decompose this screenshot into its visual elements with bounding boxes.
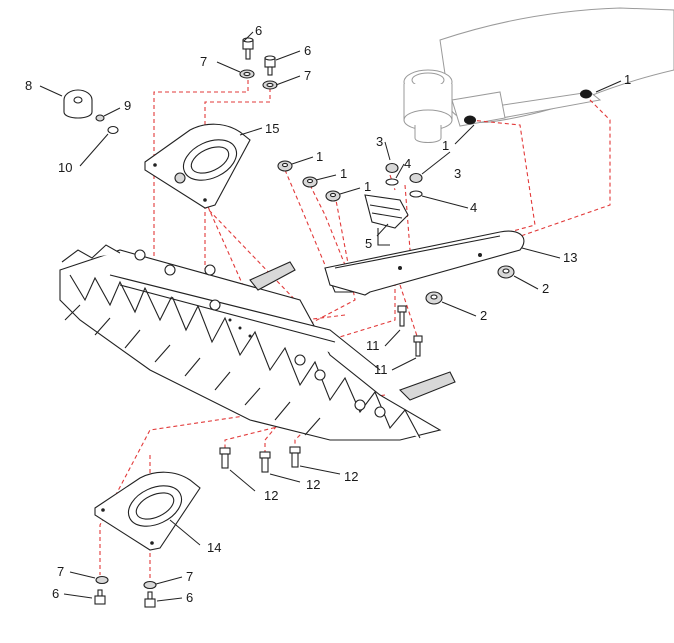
bolt-6-top-right <box>264 55 276 76</box>
drive-bar-13 <box>324 230 525 296</box>
cover-plate-14 <box>94 471 201 551</box>
nut-2-b <box>425 291 443 305</box>
callout-1-d: 1 <box>624 72 631 87</box>
callout-12-b: 12 <box>306 477 320 492</box>
callout-4-a: 4 <box>404 156 411 171</box>
nut-3-b <box>409 172 423 184</box>
washer-7-top-left <box>239 69 255 79</box>
gearbox-housing <box>403 7 674 143</box>
nut-1-d <box>464 115 476 125</box>
callout-9: 9 <box>124 98 131 113</box>
washer-7-bottom-right <box>143 580 157 590</box>
washer-10 <box>107 125 119 135</box>
callout-5: 5 <box>365 236 372 251</box>
cover-plate-15 <box>144 123 251 209</box>
callout-6-b: 6 <box>304 43 311 58</box>
callout-12-c: 12 <box>344 469 358 484</box>
callout-7-d: 7 <box>186 569 193 584</box>
callout-8: 8 <box>25 78 32 93</box>
bolt-12-b <box>259 451 271 473</box>
nut-1-e <box>580 89 592 99</box>
callout-4-b: 4 <box>470 200 477 215</box>
washer-7-bottom-left <box>95 575 109 585</box>
callout-3-a: 3 <box>376 134 383 149</box>
blade-assembly <box>59 244 456 441</box>
callout-6-d: 6 <box>186 590 193 605</box>
washer-9 <box>95 114 105 122</box>
callout-7-a: 7 <box>200 54 207 69</box>
bolt-12-a <box>219 447 231 469</box>
bolt-6-bottom-right <box>144 591 156 608</box>
bolt-11-a <box>397 305 407 327</box>
cap-8 <box>63 89 93 119</box>
callout-1-c: 1 <box>364 179 371 194</box>
nut-2-a <box>497 265 515 279</box>
callout-10: 10 <box>58 160 72 175</box>
callout-1-e: 1 <box>442 138 449 153</box>
callout-14: 14 <box>207 540 221 555</box>
leader-lines <box>39 31 622 602</box>
bolt-11-b <box>413 335 423 357</box>
callout-15: 15 <box>265 121 279 136</box>
callout-11-a: 11 <box>366 338 380 353</box>
callout-7-b: 7 <box>304 68 311 83</box>
nut-1-a <box>277 160 293 172</box>
callout-3-b: 3 <box>454 166 461 181</box>
callout-6-a: 6 <box>255 23 262 38</box>
callout-labels: 6 7 6 7 8 9 10 15 1 1 1 3 4 3 4 5 1 1 13… <box>25 23 631 605</box>
callout-2-a: 2 <box>542 281 549 296</box>
washer-7-top-right <box>262 80 278 90</box>
nut-1-c <box>325 190 341 202</box>
callout-2-b: 2 <box>480 308 487 323</box>
callout-13: 13 <box>563 250 577 265</box>
callout-6-c: 6 <box>52 586 59 601</box>
blade-bracket-5 <box>364 194 409 246</box>
callout-11-b: 11 <box>374 362 388 377</box>
callout-1-a: 1 <box>316 149 323 164</box>
callout-1-b: 1 <box>340 166 347 181</box>
callout-12-a: 12 <box>264 488 278 503</box>
nut-3-a <box>385 162 399 174</box>
callout-7-c: 7 <box>57 564 64 579</box>
washer-4-a <box>385 178 399 186</box>
nut-1-b <box>302 176 318 188</box>
washer-4-b <box>409 190 423 198</box>
bolt-6-bottom-left <box>94 589 106 605</box>
bolt-12-c <box>289 446 301 468</box>
